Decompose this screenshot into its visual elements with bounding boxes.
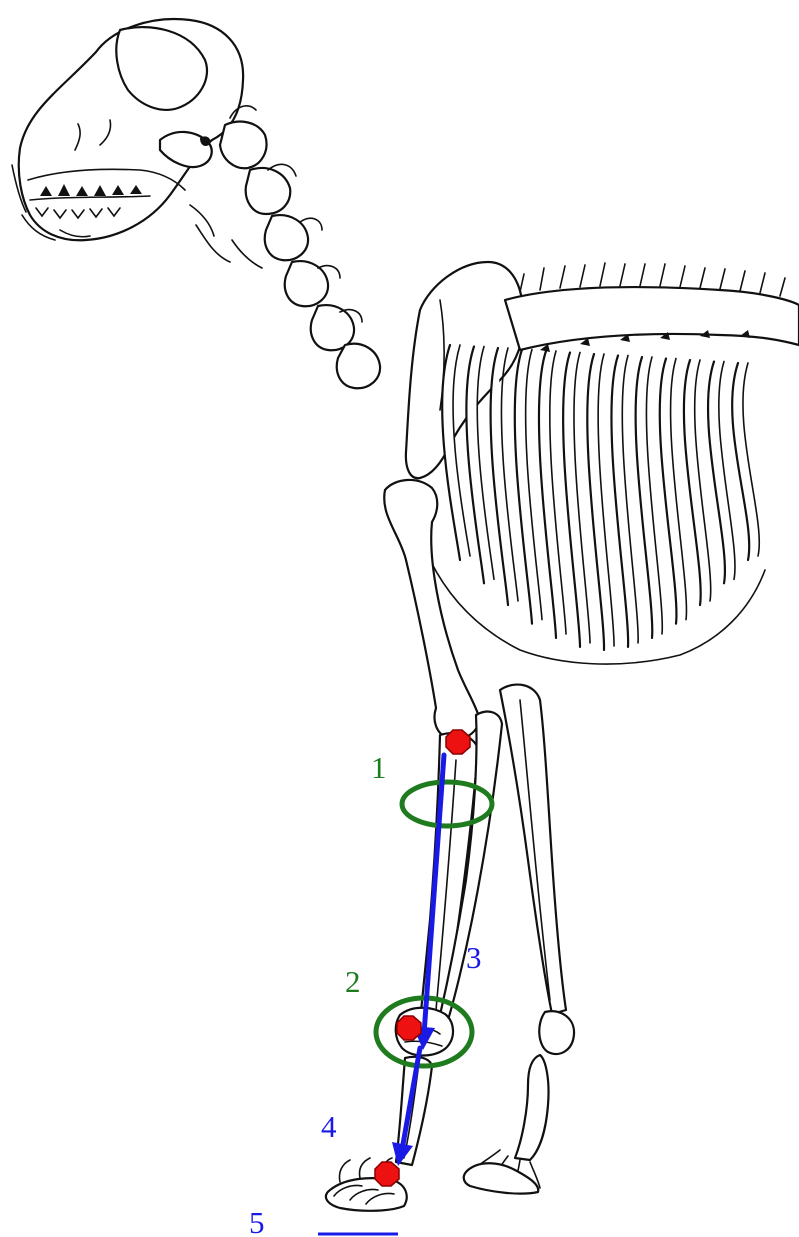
red-octagon-marker-carpus	[397, 1016, 421, 1040]
rib	[611, 356, 628, 647]
label-2: 2	[345, 964, 361, 999]
label-4: 4	[321, 1109, 337, 1144]
label-1: 1	[371, 750, 387, 785]
rib-inner-edge	[743, 363, 759, 556]
neck-vertebrae	[190, 106, 380, 388]
rib	[660, 359, 677, 624]
rib	[491, 348, 508, 605]
red-octagon-marker-elbow	[446, 730, 470, 754]
label-5: 5	[249, 1205, 265, 1237]
scapula	[406, 262, 524, 478]
red-octagon-marker-paw	[375, 1162, 399, 1186]
rib	[708, 362, 725, 584]
skull	[12, 19, 243, 240]
rib	[636, 357, 653, 638]
rib	[732, 363, 749, 560]
rib	[684, 360, 701, 605]
label-3: 3	[466, 940, 482, 975]
spine	[505, 263, 799, 352]
